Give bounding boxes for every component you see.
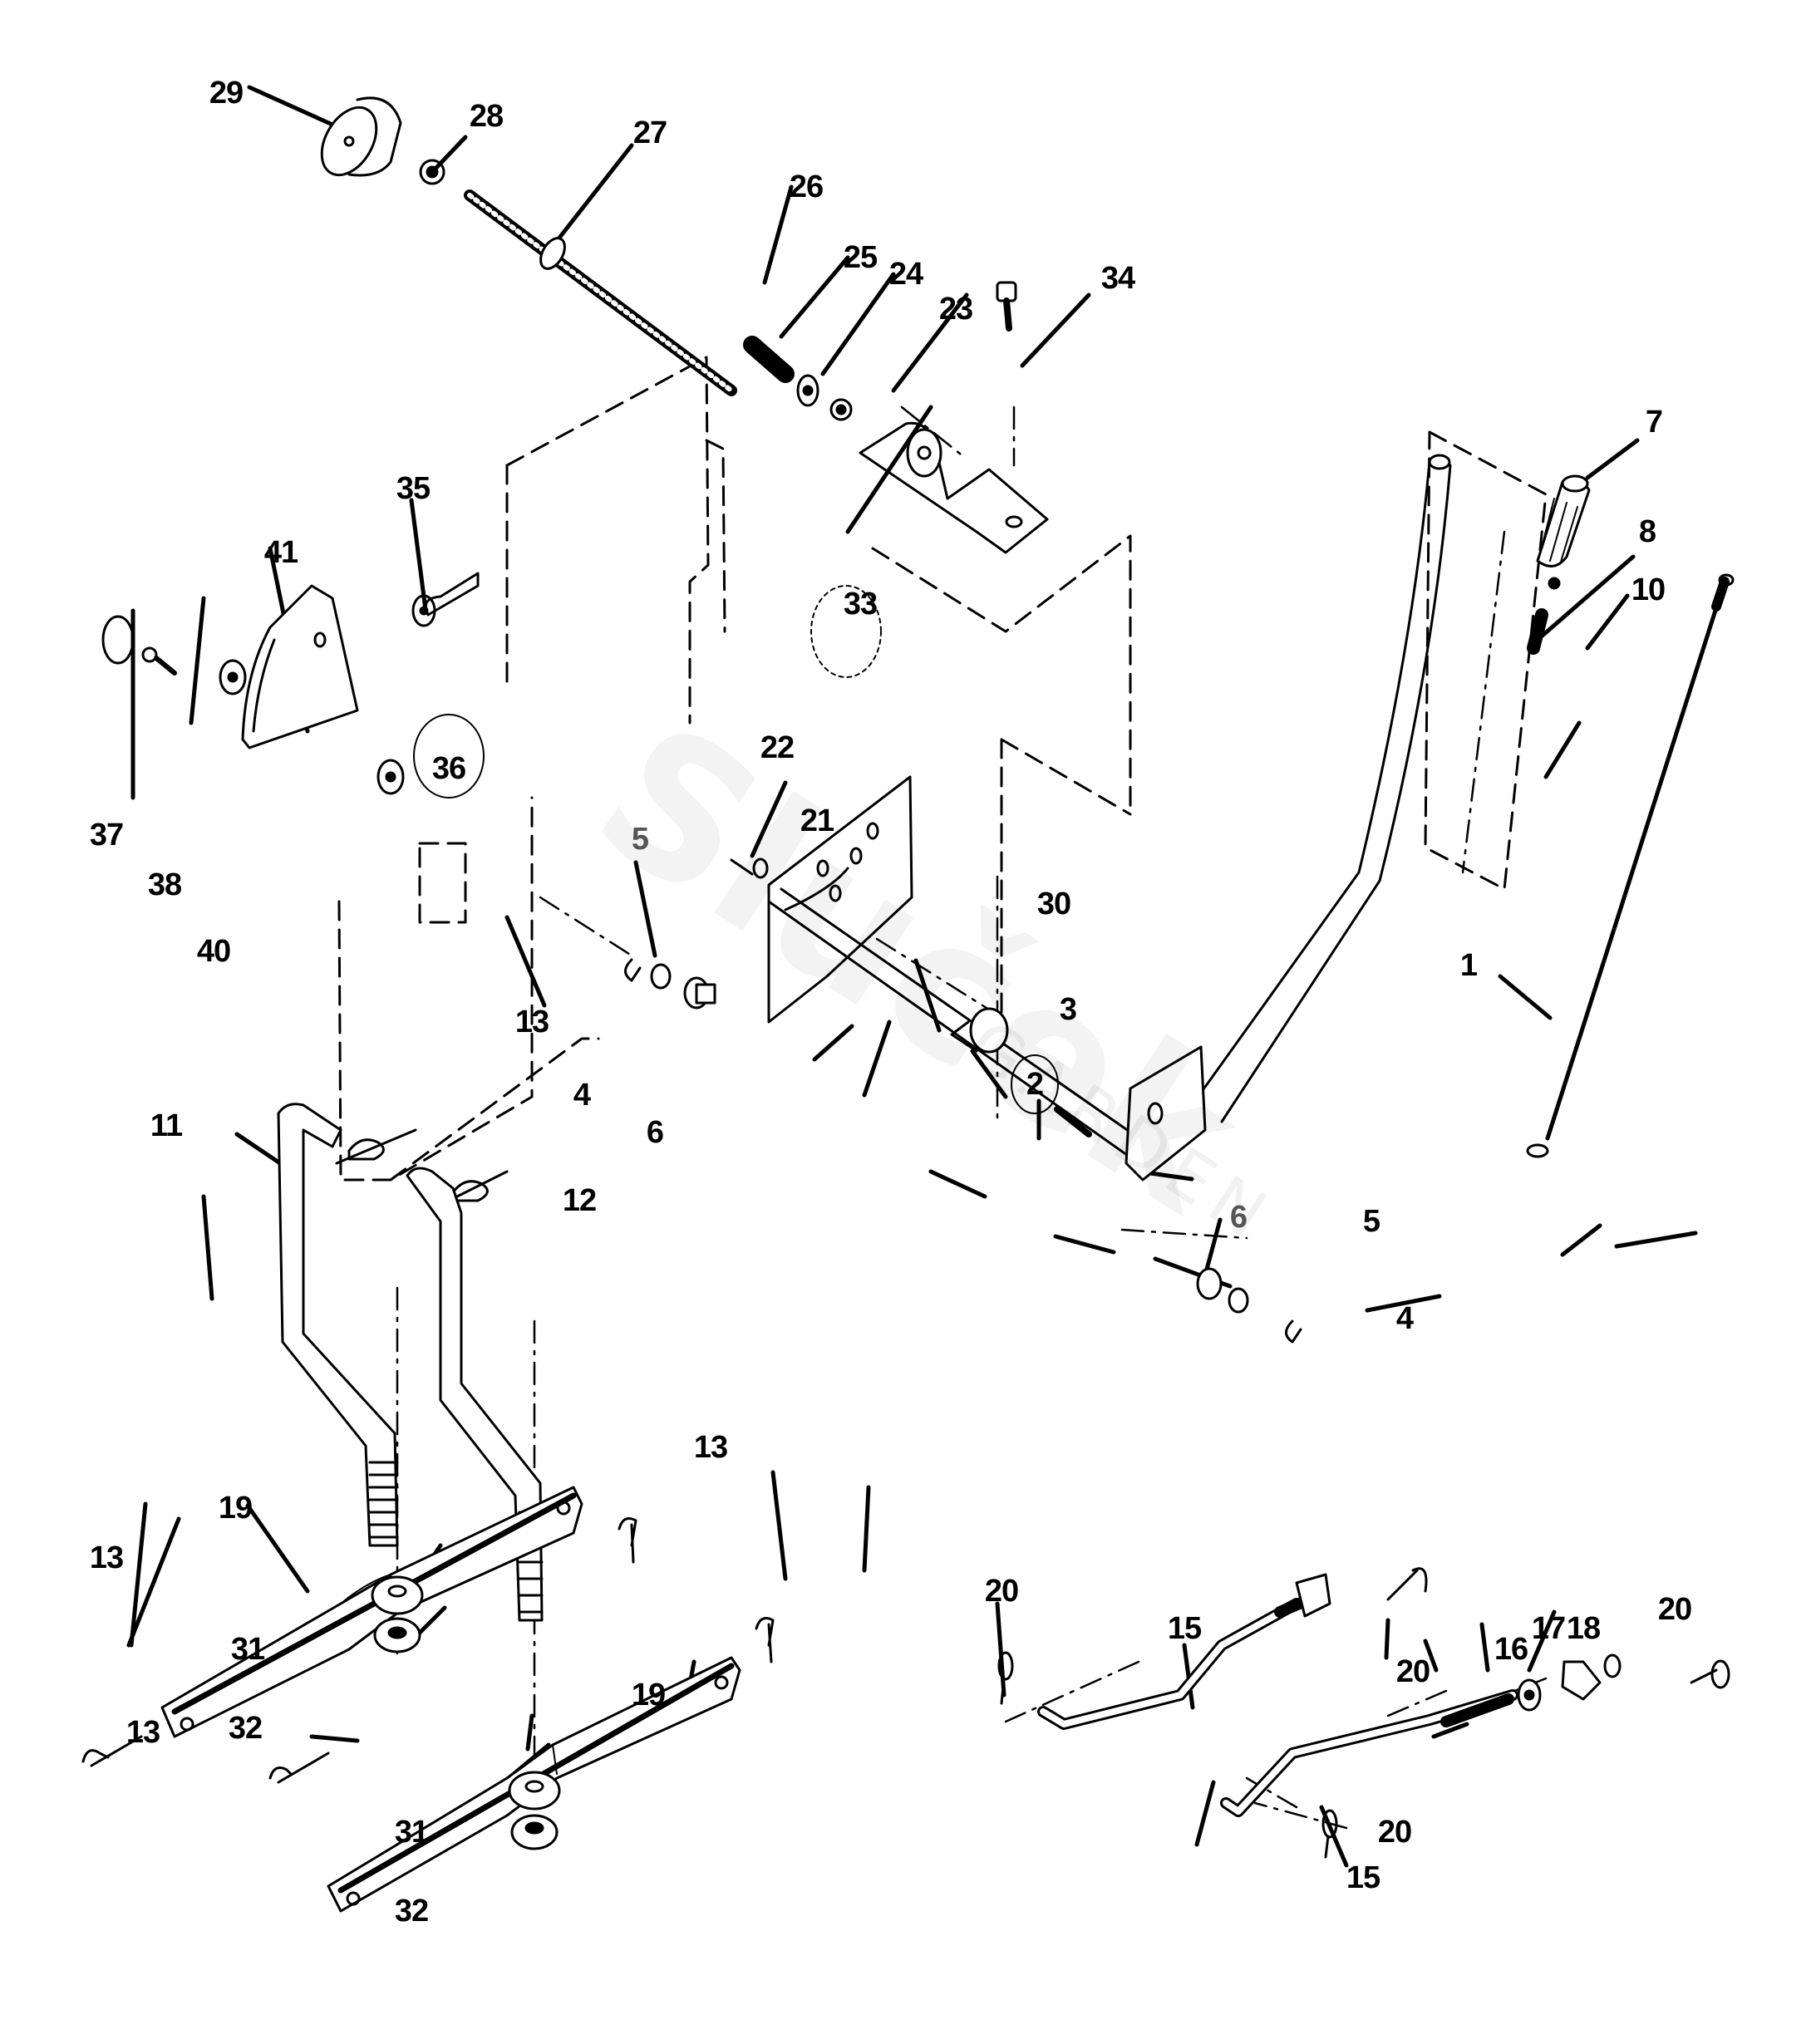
callout-20-right: 20 bbox=[1657, 1592, 1692, 1627]
part-32-nut-upper bbox=[373, 1617, 421, 1653]
callout-12: 12 bbox=[562, 1183, 597, 1218]
callout-19-lower: 19 bbox=[631, 1678, 666, 1712]
part-8-button bbox=[1548, 577, 1561, 590]
part-5-washer-right bbox=[1228, 1287, 1249, 1314]
callout-13-left: 13 bbox=[89, 1540, 124, 1575]
callout-20-upper: 20 bbox=[1395, 1654, 1430, 1689]
callout-32-upper: 32 bbox=[228, 1711, 263, 1746]
callout-13-upper: 13 bbox=[514, 1005, 549, 1039]
part-36-spring-clip bbox=[413, 572, 485, 798]
part-21-washer bbox=[752, 857, 769, 879]
leader-lines bbox=[126, 85, 1698, 1868]
callout-36: 36 bbox=[431, 751, 466, 786]
callout-33: 33 bbox=[843, 587, 878, 622]
callout-1: 1 bbox=[1459, 948, 1478, 983]
part-10-spring bbox=[1527, 608, 1548, 655]
part-37-ring bbox=[101, 615, 135, 665]
part-41-height-quadrant bbox=[241, 584, 359, 749]
part-17-trunnion bbox=[1561, 1660, 1602, 1701]
callout-31-upper: 31 bbox=[230, 1632, 265, 1667]
part-5-washer-left bbox=[650, 963, 672, 990]
callout-4-left: 4 bbox=[573, 1078, 591, 1113]
part-1-cable bbox=[1526, 573, 1735, 1158]
callout-6-left: 6 bbox=[646, 1115, 664, 1150]
part-11-lift-link bbox=[277, 1103, 399, 1547]
frame-outline bbox=[337, 356, 1548, 1182]
part-29-knob bbox=[320, 96, 402, 177]
lift-handle bbox=[1179, 454, 1452, 1123]
callout-31-lower: 31 bbox=[394, 1815, 429, 1850]
callout-29: 29 bbox=[209, 76, 244, 111]
callout-25: 25 bbox=[843, 240, 878, 275]
callout-6-right: 6 bbox=[1229, 1200, 1248, 1235]
callout-7: 7 bbox=[1645, 405, 1663, 440]
callout-15-upper: 15 bbox=[1167, 1611, 1202, 1646]
callout-8: 8 bbox=[1638, 514, 1656, 549]
callout-20-lower: 20 bbox=[1377, 1815, 1412, 1850]
callout-24: 24 bbox=[888, 257, 923, 292]
callout-28: 28 bbox=[469, 99, 504, 134]
part-28-nut bbox=[419, 159, 445, 185]
part-3-pin bbox=[1054, 1106, 1092, 1137]
callout-38: 38 bbox=[147, 867, 182, 902]
callout-32-lower: 32 bbox=[394, 1894, 429, 1929]
part-27-adjustment-rod bbox=[464, 189, 737, 396]
part-7-handle-grip bbox=[1536, 474, 1591, 568]
callout-18: 18 bbox=[1566, 1611, 1601, 1646]
callout-20-far-left: 20 bbox=[984, 1574, 1019, 1609]
callout-27: 27 bbox=[632, 115, 667, 150]
callout-35: 35 bbox=[396, 471, 431, 506]
part-18-bushing bbox=[1603, 1653, 1622, 1678]
alignment-axes bbox=[396, 405, 1548, 1830]
part-20-clips bbox=[997, 1567, 1730, 1859]
callout-5-left: 5 bbox=[631, 822, 649, 857]
callout-41: 41 bbox=[263, 535, 298, 570]
callout-13-bottom: 13 bbox=[125, 1715, 160, 1750]
part-33-pivot-bracket bbox=[810, 421, 1049, 678]
callout-26: 26 bbox=[789, 170, 824, 204]
callout-13-right: 13 bbox=[693, 1430, 728, 1465]
part-15-rod-upper bbox=[1037, 1573, 1331, 1730]
part-40-washer-lower bbox=[376, 759, 405, 795]
part-15-rod-lower bbox=[1220, 1689, 1518, 1817]
part-30-lift-link-block bbox=[950, 1007, 1009, 1054]
part-13-clips-lower bbox=[81, 1517, 775, 1784]
part-6-bushing-right bbox=[1196, 1267, 1223, 1300]
part-13-clips-upper bbox=[335, 1128, 509, 1206]
part-31-bushing-lower bbox=[508, 1771, 561, 1811]
callout-4-right: 4 bbox=[1395, 1301, 1414, 1336]
part-4-clip-right bbox=[1285, 1319, 1302, 1344]
part-6-bushing-left bbox=[683, 976, 716, 1010]
callout-23: 23 bbox=[938, 292, 973, 327]
callout-37: 37 bbox=[89, 818, 124, 852]
part-16-nut bbox=[1517, 1678, 1542, 1712]
callout-3: 3 bbox=[1059, 992, 1077, 1027]
callout-34: 34 bbox=[1100, 261, 1135, 296]
callout-10: 10 bbox=[1631, 572, 1666, 607]
part-32-nut-lower bbox=[510, 1814, 559, 1850]
part-34-bolt bbox=[996, 281, 1017, 332]
part-38-bolt bbox=[141, 646, 177, 676]
part-22-pin bbox=[730, 858, 754, 876]
part-24-washer bbox=[796, 374, 819, 407]
callout-17: 17 bbox=[1531, 1611, 1566, 1646]
callout-11: 11 bbox=[150, 1108, 183, 1143]
callout-19-upper: 19 bbox=[218, 1491, 253, 1526]
part-25-spring bbox=[743, 336, 795, 383]
part-31-bushing-upper bbox=[371, 1575, 424, 1615]
callout-30: 30 bbox=[1036, 887, 1071, 921]
callout-5-right: 5 bbox=[1362, 1204, 1380, 1239]
part-4-clip-left bbox=[624, 958, 642, 982]
callout-21: 21 bbox=[800, 803, 834, 838]
callout-2: 2 bbox=[1026, 1067, 1044, 1102]
part-2-lift-shaft bbox=[767, 775, 1207, 1182]
part-40-washer-upper bbox=[219, 659, 247, 695]
callout-22: 22 bbox=[760, 730, 795, 765]
callout-40: 40 bbox=[196, 934, 231, 969]
callout-16: 16 bbox=[1494, 1632, 1528, 1667]
part-23-nut bbox=[829, 398, 853, 421]
callout-15-lower: 15 bbox=[1346, 1860, 1380, 1895]
